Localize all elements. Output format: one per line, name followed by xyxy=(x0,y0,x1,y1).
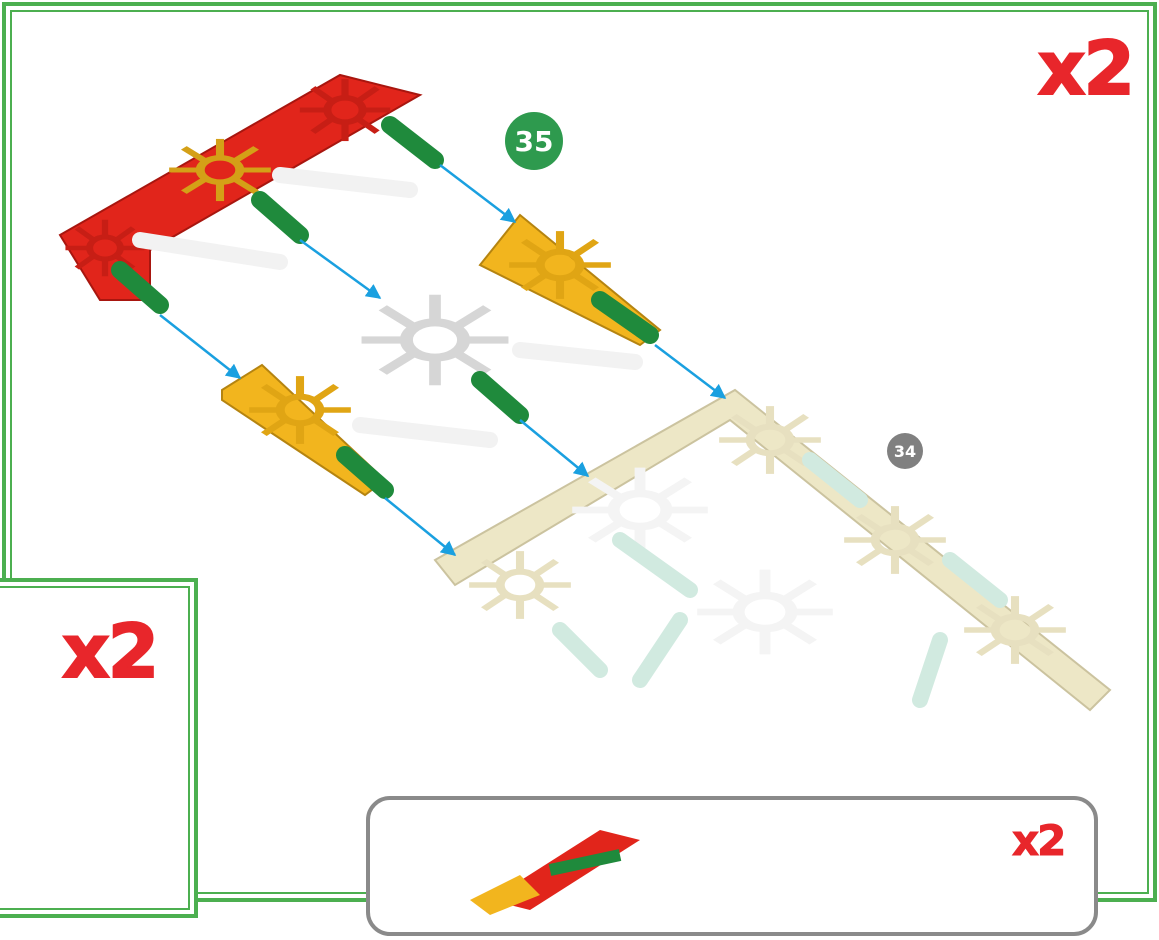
arrow-icon xyxy=(160,315,240,378)
mint-rod-icon xyxy=(920,640,940,700)
mint-rod-icon xyxy=(620,540,690,590)
mint-rod-icon xyxy=(560,630,600,670)
arrow-icon xyxy=(655,345,725,398)
cream-half-connector-icon xyxy=(435,390,1110,710)
arrow-icon xyxy=(440,165,515,222)
arrow-icon xyxy=(300,240,380,298)
white-rod-icon xyxy=(140,240,280,262)
white-rod-icon xyxy=(520,350,635,362)
callout-frame xyxy=(366,796,1098,936)
green-rod-icon xyxy=(480,380,520,415)
white-rod-icon xyxy=(280,175,410,190)
step-number-badge: 35 xyxy=(505,112,563,170)
white-full-connector-icon xyxy=(703,573,828,651)
callout-quantity-multiplier: x2 xyxy=(1012,820,1064,862)
previous-step-assembly xyxy=(435,390,1110,710)
quantity-multiplier: x2 xyxy=(1038,32,1133,106)
mint-rod-icon xyxy=(640,620,680,680)
cream-half-connector-icon xyxy=(473,554,567,616)
green-rod-icon xyxy=(260,200,300,235)
white-full-connector-icon xyxy=(578,471,703,549)
previous-step-badge: 34 xyxy=(887,433,923,469)
green-rod-icon xyxy=(390,125,435,160)
arrow-icon xyxy=(385,498,455,555)
white-full-connector-icon xyxy=(367,298,502,381)
white-rod-icon xyxy=(360,425,490,440)
callout-preview xyxy=(370,800,1102,940)
arrow-icon xyxy=(520,420,588,476)
inset-quantity-multiplier: x2 xyxy=(62,615,157,689)
